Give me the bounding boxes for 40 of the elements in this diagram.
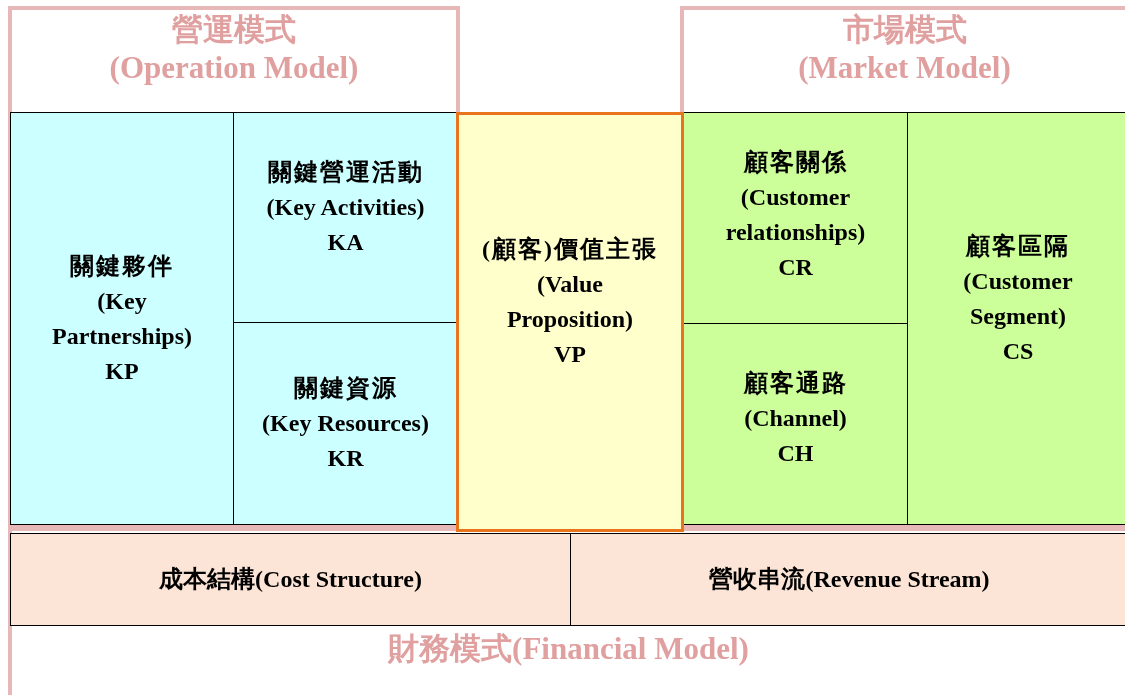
block-title: 顧客通路 bbox=[743, 368, 848, 398]
block-title: 顧客區隔 bbox=[966, 231, 1070, 261]
section-heading: 市場模式 bbox=[842, 11, 967, 49]
section-heading: (Operation Model) bbox=[109, 49, 359, 87]
section-frame bbox=[680, 6, 1125, 529]
block-title: 關鍵夥伴 bbox=[70, 251, 174, 281]
canvas-block bbox=[10, 533, 571, 626]
canvas-block bbox=[233, 322, 458, 525]
canvas-block bbox=[233, 112, 458, 323]
block-subtitle: (Customer relationships) bbox=[724, 183, 867, 247]
block-abbreviation: KR bbox=[327, 444, 364, 473]
block-title: (顧客)價值主張 bbox=[482, 235, 658, 264]
block-abbreviation: KA bbox=[327, 228, 364, 257]
block-subtitle: (Value Proposition) bbox=[505, 270, 635, 334]
section-heading: 營運模式 bbox=[172, 11, 296, 49]
block-title: 關鍵營運活動 bbox=[267, 158, 424, 187]
canvas-block bbox=[683, 112, 908, 324]
block-title: 成本結構(Cost Structure) bbox=[159, 565, 422, 594]
block-abbreviation: KP bbox=[105, 356, 139, 386]
section-heading: 財務模式(Financial Model) bbox=[388, 630, 749, 668]
block-subtitle: (Key Activities) bbox=[266, 193, 425, 222]
block-title: 顧客關係 bbox=[743, 148, 848, 177]
section-frame bbox=[8, 527, 1125, 695]
block-subtitle: (Customer Segment) bbox=[962, 266, 1074, 331]
block-abbreviation: CH bbox=[777, 438, 814, 468]
block-abbreviation: CR bbox=[778, 253, 813, 282]
section-frame bbox=[8, 6, 460, 529]
section-heading: (Market Model) bbox=[798, 49, 1011, 87]
block-subtitle: (Channel) bbox=[744, 403, 847, 433]
canvas-block bbox=[10, 112, 234, 525]
block-title: 營收串流(Revenue Stream) bbox=[709, 565, 990, 594]
canvas-block bbox=[683, 323, 908, 525]
block-subtitle: (Key Partnerships) bbox=[51, 286, 193, 351]
block-subtitle: (Key Resources) bbox=[262, 409, 429, 438]
block-abbreviation: CS bbox=[1002, 336, 1034, 366]
value-proposition-box bbox=[456, 112, 684, 532]
block-title: 關鍵資源 bbox=[293, 374, 398, 403]
canvas-block bbox=[570, 533, 1125, 626]
canvas-block bbox=[907, 112, 1125, 525]
block-abbreviation: VP bbox=[554, 340, 586, 369]
